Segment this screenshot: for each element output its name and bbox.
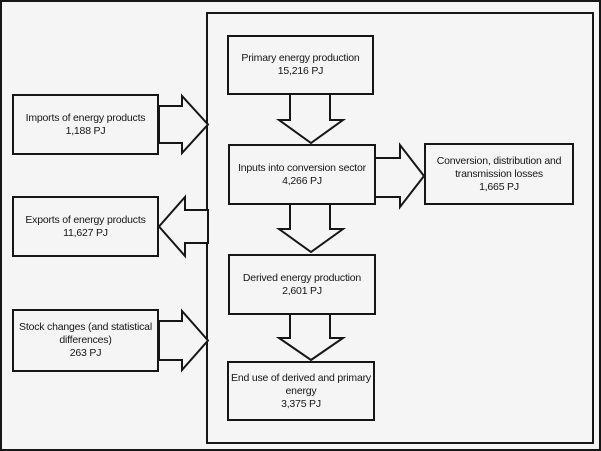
node-imports: Imports of energy products 1,188 PJ [12,94,159,155]
stock-flow-arrow-icon [158,308,210,373]
node-stock-changes-label: Stock changes (and statistical differenc… [19,321,152,346]
node-primary-energy-production-value: 15,216 PJ [277,65,324,77]
node-derived-energy-production: Derived energy production 2,601 PJ [228,254,376,315]
node-conversion-losses: Conversion, distribution and transmissio… [424,143,574,205]
node-conversion-losses-label: Conversion, distribution and transmissio… [436,154,562,180]
node-conversion-losses-value: 1,665 PJ [479,180,519,193]
node-derived-energy-production-value: 2,601 PJ [282,284,322,297]
node-end-use-value: 3,375 PJ [281,397,321,410]
exports-flow-arrow-icon [157,194,209,259]
node-end-use: End use of derived and primary energy 3,… [227,361,375,421]
node-exports-label: Exports of energy products [25,213,146,226]
node-derived-energy-production-label: Derived energy production [242,271,362,284]
node-conversion-inputs-label: Inputs into conversion sector [238,161,366,174]
node-end-use-label: End use of derived and primary energy [231,371,371,397]
node-stock-changes-value: 263 PJ [69,347,102,359]
node-imports-value: 1,188 PJ [65,124,106,137]
node-exports-value: 11,627 PJ [63,226,108,239]
node-exports: Exports of energy products 11,627 PJ [12,196,159,257]
node-primary-energy-production-label: Primary energy production [241,52,360,64]
node-imports-label: Imports of energy products [25,111,146,124]
node-stock-changes: Stock changes (and statistical differenc… [12,309,159,372]
node-conversion-inputs-value: 4,266 PJ [282,174,322,187]
node-conversion-inputs: Inputs into conversion sector 4,266 PJ [228,144,376,205]
node-primary-energy-production: Primary energy production 15,216 PJ [227,35,374,95]
imports-flow-arrow-icon [158,93,210,156]
